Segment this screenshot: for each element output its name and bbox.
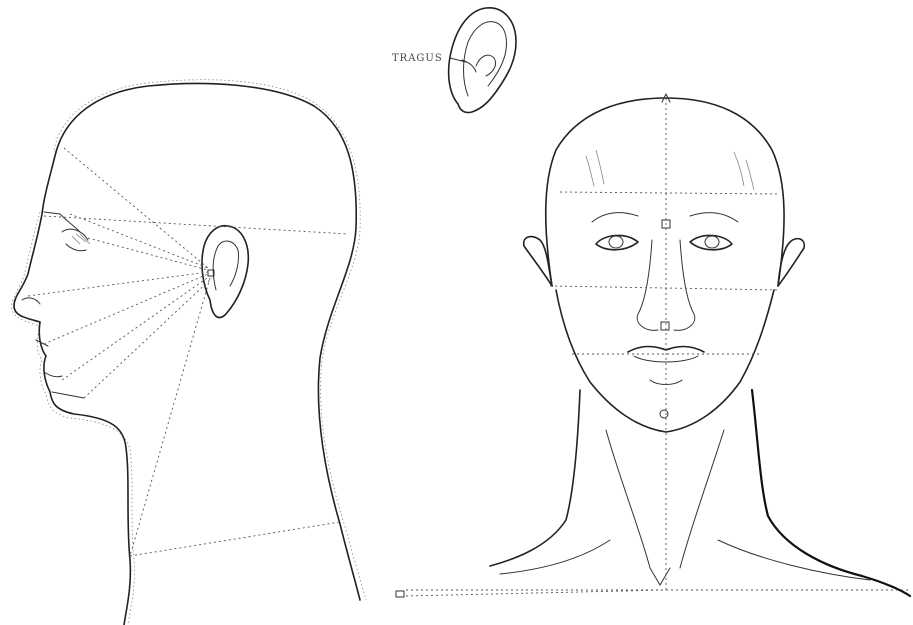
front-head-drawing	[396, 94, 910, 597]
tragus-label: TRAGUS	[392, 53, 443, 64]
profile-head-drawing	[12, 80, 366, 625]
ear-detail-drawing	[449, 8, 516, 113]
